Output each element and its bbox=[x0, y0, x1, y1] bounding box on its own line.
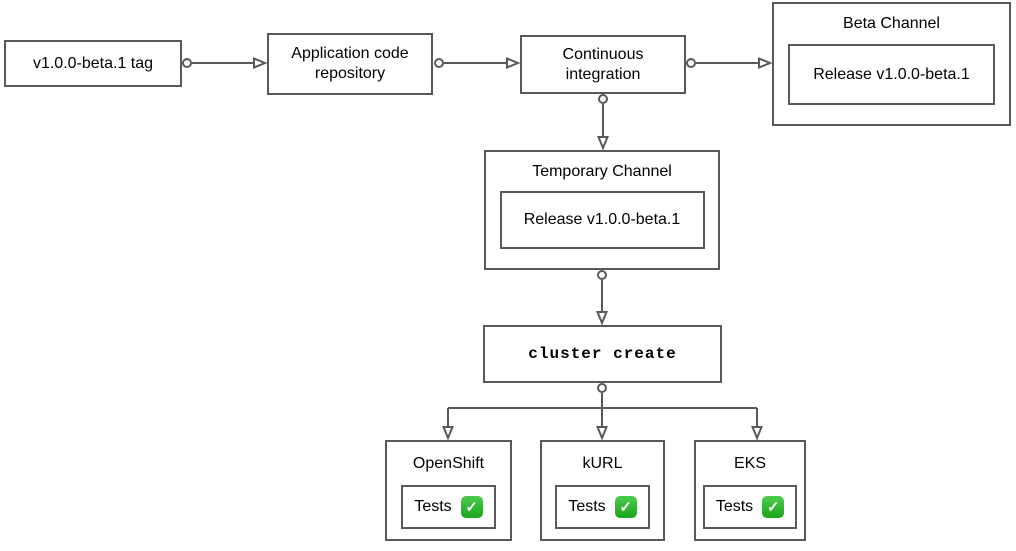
kurl-tests-box: Tests ✓ bbox=[555, 485, 650, 529]
temporary-channel-release-label: Release v1.0.0-beta.1 bbox=[523, 211, 681, 228]
kurl-title: kURL bbox=[582, 454, 623, 472]
node-continuous-integration: Continuous integration bbox=[520, 35, 686, 94]
temporary-channel-release-box: Release v1.0.0-beta.1 bbox=[499, 191, 705, 249]
connector-repo-to-ci bbox=[434, 57, 521, 69]
connector-tag-to-repo bbox=[182, 57, 268, 69]
connector-ci-to-beta-channel bbox=[686, 57, 773, 69]
node-temporary-channel: Temporary Channel Release v1.0.0-beta.1 bbox=[484, 150, 720, 270]
connector-cluster-create-to-clusters bbox=[442, 383, 763, 441]
eks-tests-label: Tests bbox=[715, 498, 754, 515]
openshift-title: OpenShift bbox=[412, 454, 485, 472]
node-openshift: OpenShift Tests ✓ bbox=[385, 440, 512, 541]
node-cluster-create: cluster create bbox=[483, 325, 722, 383]
openshift-tests-label: Tests bbox=[414, 498, 452, 515]
cluster-create-label: cluster create bbox=[528, 345, 677, 363]
eks-tests-box: Tests ✓ bbox=[702, 485, 798, 529]
node-eks: EKS Tests ✓ bbox=[694, 440, 806, 541]
eks-title: EKS bbox=[733, 454, 766, 472]
node-app-code-repository: Application code repository bbox=[267, 33, 433, 95]
connector-temp-channel-to-cluster-create bbox=[596, 270, 608, 326]
check-icon: ✓ bbox=[460, 496, 483, 518]
version-tag-label: v1.0.0-beta.1 tag bbox=[32, 54, 154, 72]
node-version-tag: v1.0.0-beta.1 tag bbox=[4, 40, 182, 87]
connector-ci-to-temp-channel bbox=[597, 94, 609, 151]
continuous-integration-label: Continuous integration bbox=[562, 45, 644, 83]
beta-channel-release-label: Release v1.0.0-beta.1 bbox=[813, 65, 970, 83]
kurl-tests-label: Tests bbox=[568, 498, 606, 515]
check-icon: ✓ bbox=[614, 496, 637, 518]
app-code-repository-label: Application code repository bbox=[291, 45, 409, 82]
beta-channel-release-box: Release v1.0.0-beta.1 bbox=[788, 44, 995, 105]
temporary-channel-title: Temporary Channel bbox=[532, 162, 672, 180]
node-kurl: kURL Tests ✓ bbox=[540, 440, 665, 541]
openshift-tests-box: Tests ✓ bbox=[401, 485, 496, 529]
beta-channel-title: Beta Channel bbox=[843, 15, 940, 32]
node-beta-channel: Beta Channel Release v1.0.0-beta.1 bbox=[772, 2, 1011, 126]
check-icon: ✓ bbox=[762, 496, 785, 518]
